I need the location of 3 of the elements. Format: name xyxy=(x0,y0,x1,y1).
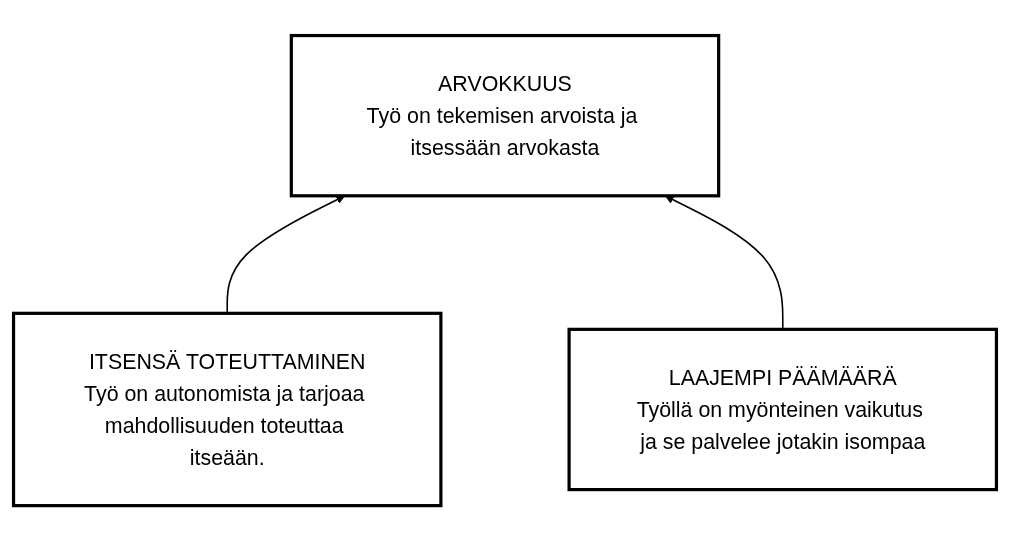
node-box: LAAJEMPI PÄÄMÄÄRÄ Työllä on myönteinen vaikutus ja se palvelee jotakin isompaa xyxy=(567,327,999,492)
node-box: ARVOKKUUS Työ on tekemisen arvoista ja itsessään arvokasta xyxy=(289,33,721,198)
node-box: ITSENSÄ TOTEUTTAMINEN Työ on autonomista ja tarjoaa mahdollisuuden toteuttaa itseään. xyxy=(11,311,443,508)
